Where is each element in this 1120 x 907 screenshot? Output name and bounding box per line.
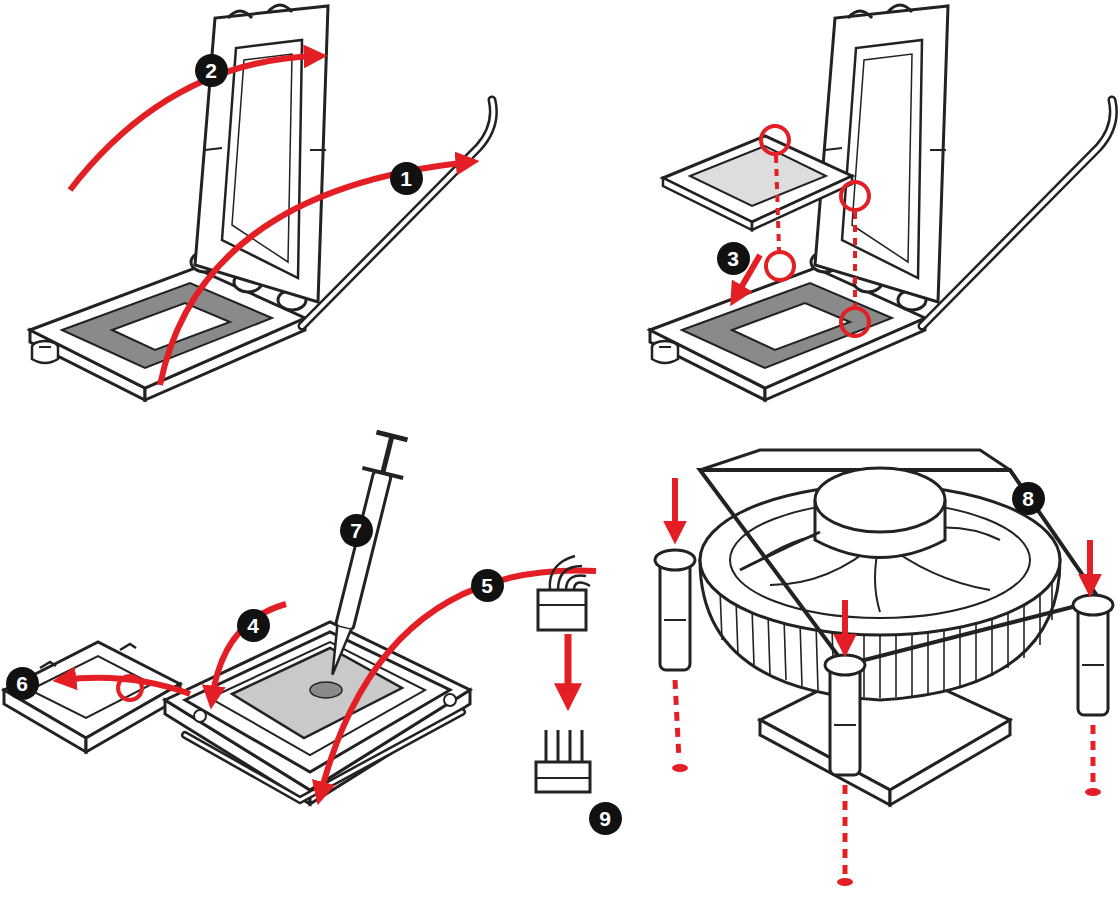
callout-number: 1 xyxy=(390,162,423,195)
callout-number: 6 xyxy=(6,667,39,700)
callout-number: 9 xyxy=(589,802,622,835)
cpu-insertion xyxy=(650,5,1113,400)
open-socket xyxy=(30,5,493,400)
closed-socket-with-paste xyxy=(4,429,596,804)
callout-number: 3 xyxy=(717,242,750,275)
callout-number: 5 xyxy=(471,569,504,602)
fan-connector xyxy=(536,556,590,792)
callout-number: 8 xyxy=(1012,482,1045,515)
cpu-cooler xyxy=(655,450,1113,886)
callout-number: 4 xyxy=(237,609,270,642)
callout-number: 2 xyxy=(195,54,228,87)
callout-number: 7 xyxy=(340,514,373,547)
